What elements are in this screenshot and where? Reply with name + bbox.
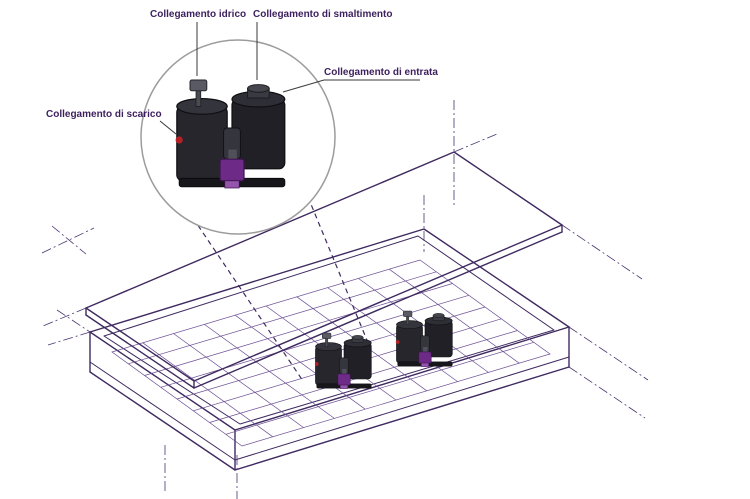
- pump-unit-front: [314, 332, 372, 390]
- construction-centerlines: [41, 100, 649, 499]
- drain-leader-line: [159, 120, 177, 135]
- label-drain-connection: Collegamento di scarico: [46, 109, 162, 120]
- inlet-leader-line: [282, 79, 420, 93]
- labels: Collegamento idrico Collegamento di smal…: [46, 9, 438, 120]
- label-water-connection: Collegamento idrico: [150, 9, 246, 20]
- label-leader-lines: [159, 22, 420, 135]
- label-inlet-connection: Collegamento di entrata: [324, 67, 438, 78]
- pump-unit-back: [395, 310, 453, 368]
- label-disposal-connection: Collegamento di smaltimento: [253, 9, 392, 20]
- magnifier-projection-lines: [192, 196, 372, 382]
